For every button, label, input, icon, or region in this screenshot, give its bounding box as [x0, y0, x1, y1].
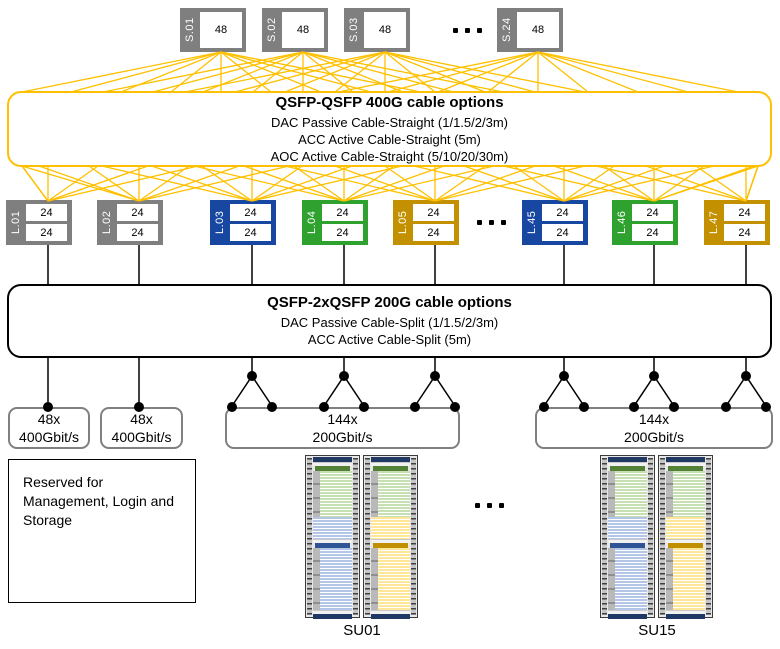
bandwidth-group-144x-200Gbit/s: 144x 200Gbit/s	[225, 407, 460, 449]
scalable-unit-SU01: SU01	[305, 455, 419, 641]
spine-switch-S.03: S.03 48	[344, 8, 410, 52]
leaf-switch-L.02: L.02 24 24	[97, 200, 163, 245]
cable-options-200g-box: QSFP-2xQSFP 200G cable options DAC Passi…	[7, 284, 772, 358]
cable-option-line: DAC Passive Cable-Split (1/1.5/2/3m)	[280, 315, 499, 330]
cable-400g-title: QSFP-QSFP 400G cable options	[275, 93, 504, 111]
spine-switch-S.02: S.02 48	[262, 8, 328, 52]
spine-port-count: 48	[517, 12, 559, 48]
leaf-label: L.03	[214, 210, 226, 235]
spine-label: S.03	[348, 17, 360, 43]
leaf-port-count: 24	[26, 224, 67, 241]
scalable-unit-label: SU01	[343, 622, 381, 639]
leaf-port-count: 24	[632, 224, 673, 241]
leaf-port-count: 24	[542, 224, 583, 241]
cable-option-line: ACC Active Cable-Straight (5m)	[298, 131, 481, 147]
leaf-switch-L.46: L.46 24 24	[612, 200, 678, 245]
leaf-port-count: 24	[322, 204, 363, 221]
spine-port-count: 48	[364, 12, 406, 48]
cable-options-400g-box: QSFP-QSFP 400G cable options DAC Passive…	[7, 91, 772, 167]
leaf-label: L.45	[526, 210, 538, 235]
server-rack-image	[658, 455, 713, 619]
spine-label: S.24	[501, 17, 513, 43]
spine-label: S.01	[184, 17, 196, 43]
cable-200g-options: DAC Passive Cable-Split (1/1.5/2/3m) ACC …	[281, 314, 498, 348]
spine-switch-S.24: S.24 48	[497, 8, 563, 52]
leaf-port-count: 24	[632, 204, 673, 221]
leaf-label: L.01	[10, 210, 22, 235]
rack-ellipsis	[475, 503, 504, 508]
cable-option-line: ACC Active Cable-Split (5m)	[307, 332, 472, 347]
leaf-label: L.47	[708, 210, 720, 235]
leaf-label: L.04	[306, 210, 318, 235]
bandwidth-rate: 400Gbit/s	[111, 429, 172, 445]
leaf-port-count: 24	[724, 204, 765, 221]
server-rack-image	[600, 455, 655, 619]
leaf-port-count: 24	[542, 204, 583, 221]
leaf-port-count: 24	[117, 204, 158, 221]
spine-label: S.02	[266, 17, 278, 43]
bandwidth-rate: 400Gbit/s	[19, 429, 79, 445]
leaf-ellipsis	[477, 220, 506, 225]
bandwidth-qty: 144x	[327, 411, 358, 427]
bandwidth-group-48x-400Gbit/s: 48x 400Gbit/s	[8, 407, 90, 449]
leaf-port-count: 24	[413, 224, 454, 241]
server-rack-image	[363, 455, 418, 619]
bandwidth-group-144x-200Gbit/s: 144x 200Gbit/s	[535, 407, 773, 449]
bandwidth-rate: 200Gbit/s	[624, 429, 684, 445]
bandwidth-rate: 200Gbit/s	[312, 429, 373, 445]
cable-200g-title: QSFP-2xQSFP 200G cable options	[267, 294, 512, 311]
cable-option-line: AOC Active Cable-Straight (5/10/20/30m)	[270, 148, 509, 164]
leaf-label: L.05	[397, 210, 409, 235]
cable-option-line: DAC Passive Cable-Straight (1/1.5/2/3m)	[271, 114, 508, 130]
scalable-unit-SU15: SU15	[600, 455, 714, 641]
spine-port-count: 48	[200, 12, 242, 48]
bandwidth-qty: 48x	[37, 411, 61, 427]
leaf-label: L.02	[101, 210, 113, 235]
cable-400g-options: DAC Passive Cable-Straight (1/1.5/2/3m)A…	[271, 114, 509, 165]
leaf-port-count: 24	[117, 224, 158, 241]
leaf-port-count: 24	[413, 204, 454, 221]
leaf-switch-L.45: L.45 24 24	[522, 200, 588, 245]
spine-port-count: 48	[282, 12, 324, 48]
scalable-unit-label: SU15	[638, 622, 676, 639]
leaf-switch-L.05: L.05 24 24	[393, 200, 459, 245]
leaf-port-count: 24	[724, 224, 765, 241]
leaf-switch-L.03: L.03 24 24	[210, 200, 276, 245]
leaf-port-count: 24	[230, 224, 271, 241]
reserved-note-text: Reserved for Management, Login and Stora…	[23, 474, 174, 528]
leaf-switch-L.04: L.04 24 24	[302, 200, 368, 245]
bandwidth-qty: 48x	[130, 411, 153, 427]
leaf-port-count: 24	[230, 204, 271, 221]
bandwidth-qty: 144x	[638, 411, 670, 427]
leaf-port-count: 24	[26, 204, 67, 221]
bandwidth-group-48x-400Gbit/s: 48x 400Gbit/s	[100, 407, 183, 449]
spine-ellipsis	[453, 28, 482, 33]
leaf-label: L.46	[616, 210, 628, 235]
server-rack-image	[305, 455, 360, 619]
leaf-switch-L.47: L.47 24 24	[704, 200, 770, 245]
reserved-note-box: Reserved for Management, Login and Stora…	[8, 459, 196, 603]
spine-switch-S.01: S.01 48	[180, 8, 246, 52]
leaf-switch-L.01: L.01 24 24	[6, 200, 72, 245]
leaf-port-count: 24	[322, 224, 363, 241]
